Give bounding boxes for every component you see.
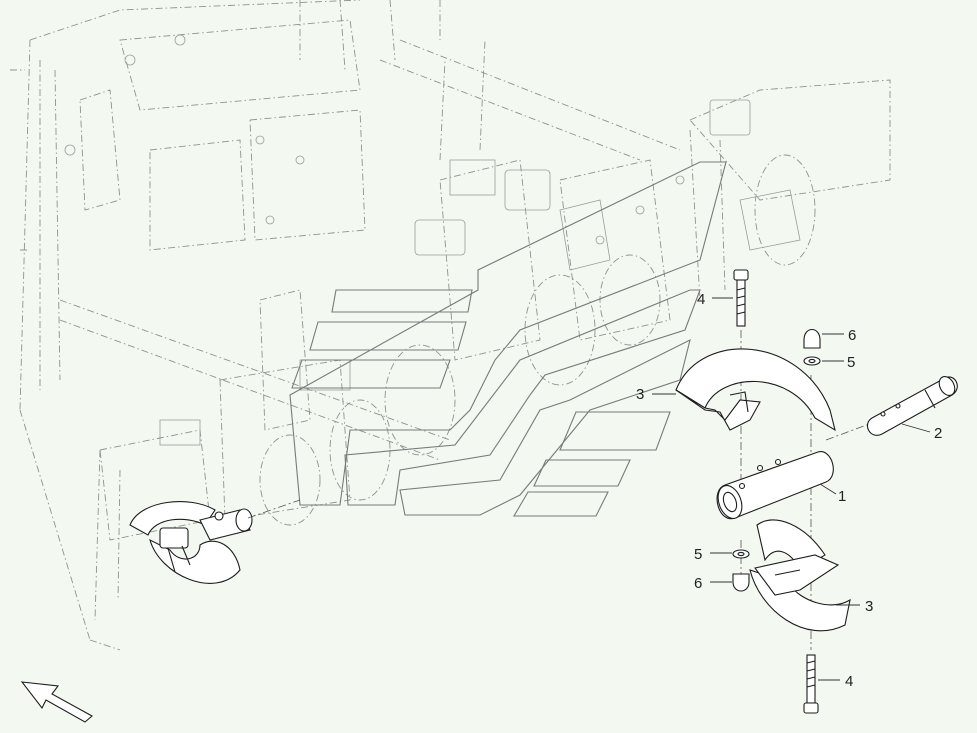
direction-arrow-icon bbox=[20, 681, 93, 723]
watermark-logo bbox=[289, 161, 727, 517]
washer-top bbox=[803, 356, 821, 366]
shaft-pin bbox=[867, 376, 958, 436]
ghost-machine-frame bbox=[10, 0, 891, 651]
callouts: 4 6 5 3 2 1 5 6 3 4 bbox=[636, 291, 942, 690]
leader-lines bbox=[652, 297, 931, 681]
callout-3-bottom: 3 bbox=[865, 598, 873, 615]
bolt-bottom bbox=[803, 654, 819, 714]
callout-1: 1 bbox=[838, 488, 846, 505]
cap-nut-top bbox=[803, 328, 821, 349]
callout-4-bottom: 4 bbox=[845, 673, 853, 690]
cap-nut-bottom bbox=[732, 573, 750, 592]
callout-5-bottom: 5 bbox=[694, 546, 702, 563]
callout-6-top: 6 bbox=[848, 327, 856, 344]
callout-3-top: 3 bbox=[636, 386, 644, 403]
washer-bottom bbox=[732, 549, 750, 559]
roller-sleeve bbox=[716, 451, 834, 520]
callout-4-top: 4 bbox=[697, 291, 705, 308]
ghost-components bbox=[64, 34, 801, 446]
callout-2: 2 bbox=[934, 425, 942, 442]
callout-6-bottom: 6 bbox=[694, 575, 702, 592]
callout-5-top: 5 bbox=[847, 354, 855, 371]
scraper-shield-bottom bbox=[749, 519, 851, 632]
installed-scraper-assembly bbox=[129, 499, 301, 584]
bolt-top bbox=[733, 269, 749, 327]
scraper-shield-top bbox=[675, 348, 836, 432]
